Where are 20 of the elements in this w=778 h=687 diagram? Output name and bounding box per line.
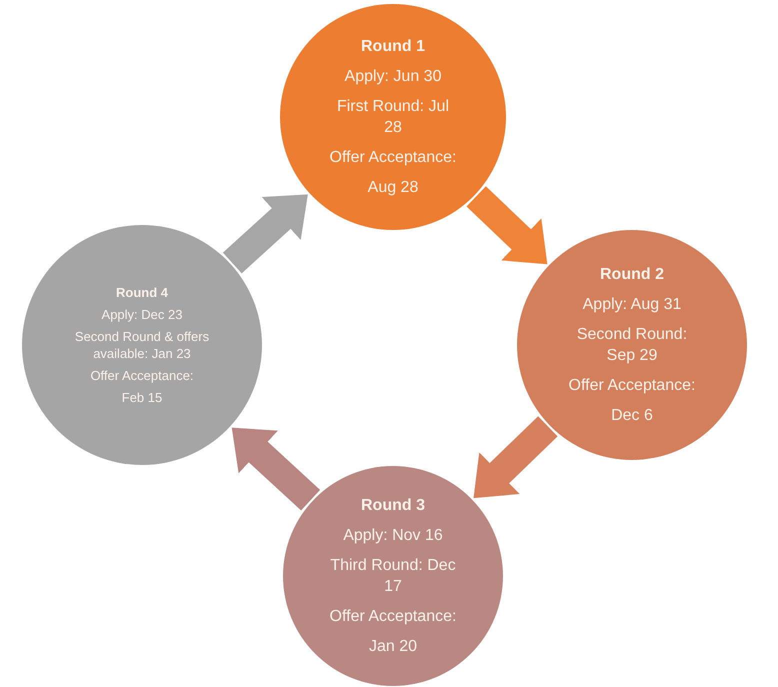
round-title: Round 2: [599, 265, 665, 285]
offer-label: Offer Acceptance:: [328, 148, 458, 168]
round-title: Round 4: [115, 284, 169, 301]
round-date: Second Round: Sep 29: [576, 325, 688, 366]
round-date: Third Round: Dec 17: [329, 556, 457, 597]
offer-label: Offer Acceptance:: [568, 376, 696, 396]
apply-date: Apply: Jun 30: [344, 67, 442, 87]
round-date: Second Round & offers available: Jan 23: [74, 328, 210, 362]
apply-date: Apply: Nov 16: [342, 526, 444, 546]
round-date: First Round: Jul 28: [336, 97, 450, 138]
offer-date: Dec 6: [610, 406, 654, 426]
apply-date: Apply: Aug 31: [582, 295, 682, 315]
offer-date: Jan 20: [368, 637, 418, 657]
offer-date: Aug 28: [366, 178, 420, 198]
offer-label: Offer Acceptance:: [328, 607, 458, 627]
offer-label: Offer Acceptance:: [89, 367, 195, 384]
apply-date: Apply: Dec 23: [100, 306, 184, 323]
round-title: Round 1: [360, 37, 426, 57]
round-title: Round 3: [360, 496, 426, 516]
offer-date: Feb 15: [120, 389, 164, 406]
